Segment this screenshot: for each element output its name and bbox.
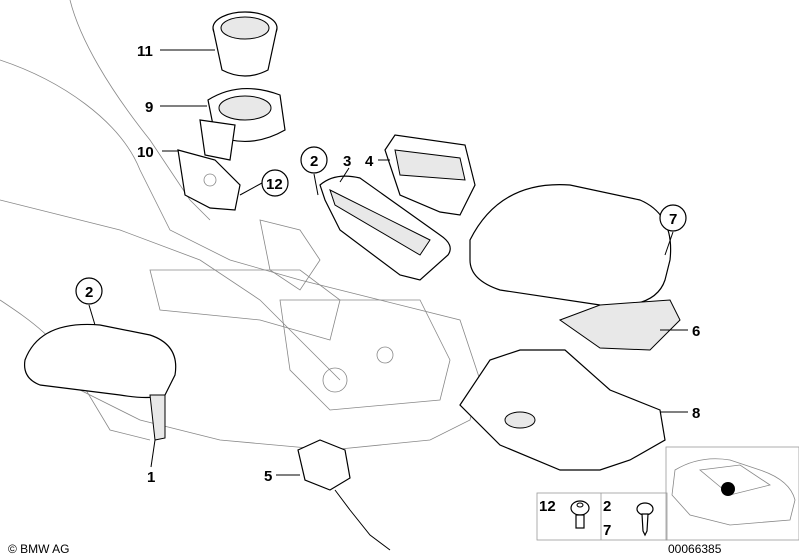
part-3-storage-tray[interactable] [319,175,451,281]
callout-circle-7 [659,204,687,232]
legend-7: 7 [603,522,611,539]
callout-5: 5 [264,468,272,485]
part-4-tray-insert[interactable] [384,134,476,216]
part-8-armrest-base[interactable] [459,349,666,471]
bolt-icon [570,500,590,529]
callout-11: 11 [137,43,153,60]
callout-10: 10 [137,144,154,161]
callout-9: 9 [145,99,153,116]
part-10-cover[interactable] [177,149,241,211]
part-6-hinge[interactable] [558,299,681,351]
location-marker-icon [721,482,735,496]
screw-icon [636,502,654,537]
callout-6: 6 [692,323,700,340]
part-11-cup-holder-insert[interactable] [212,11,278,77]
callout-circle-2 [300,146,328,174]
copyright: © BMW AG [8,542,70,556]
callout-7: 7 [669,211,677,228]
callout-circle-12 [261,169,289,197]
callout-3: 3 [343,153,351,170]
legend-2: 2 [603,498,611,515]
part-7-armrest-cover[interactable] [469,184,672,307]
callout-2-top: 2 [310,153,318,170]
vehicle-locator [665,446,799,541]
callout-circle-2-left [75,277,103,305]
diagram-number: 00066385 [668,542,722,556]
leader-lines [88,49,688,476]
part-5-switch[interactable] [297,439,391,551]
callout-1: 1 [147,469,155,486]
callout-8: 8 [692,405,700,422]
part-9-cup-holder-ring[interactable] [199,87,286,161]
fastener-legend: 12 2 7 [536,492,668,541]
callout-2-left: 2 [85,284,93,301]
callout-12: 12 [266,176,283,193]
part-2-storage-lid[interactable] [23,323,177,441]
legend-12: 12 [539,498,556,515]
callout-4: 4 [365,153,374,170]
